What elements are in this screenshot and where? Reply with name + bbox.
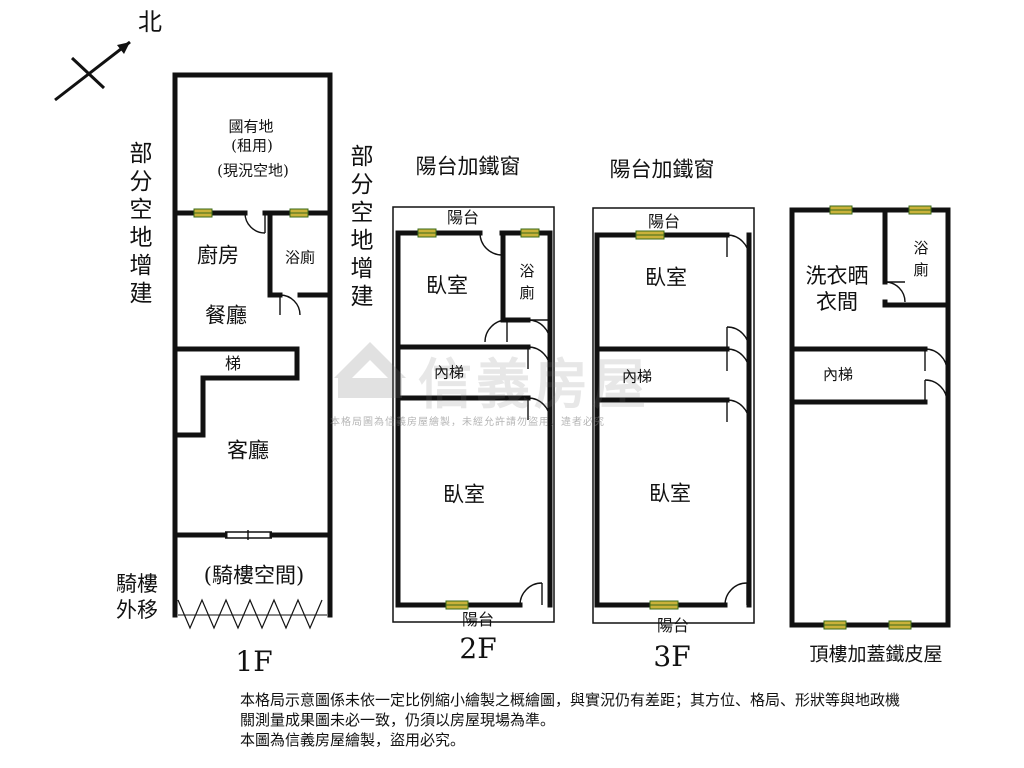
roof-floor-label: 頂樓加蓋鐵皮屋: [809, 643, 943, 666]
1f-vacant-label: (現況空地): [217, 161, 289, 180]
3f-inner-stairs-label: 內梯: [621, 367, 653, 386]
1f-rented-label: (租用): [231, 136, 273, 155]
3f-window-note: 陽台加鐵窗: [609, 157, 715, 182]
2f-window-note: 陽台加鐵窗: [415, 154, 521, 179]
3f-floor-label: 3F: [653, 640, 691, 673]
1f-stairs-label: 梯: [224, 354, 242, 373]
plan-roof-walls: [789, 207, 951, 628]
roof-bathroom-label: 浴廁: [913, 239, 929, 279]
2f-balcony-bottom-label: 陽台: [461, 610, 495, 629]
compass-arrow-icon: [54, 40, 131, 102]
plan-1f-doors: [225, 212, 301, 540]
1f-national-land-label: 國有地: [228, 117, 274, 136]
plan-1f-windows: [193, 208, 309, 218]
plan-3f-windows: [635, 230, 679, 610]
plan-1f-walls: [172, 72, 333, 618]
plan-roof-windows: [823, 205, 932, 630]
plan-1f-rolling-door: [177, 598, 327, 630]
plan-2f-doors: [479, 232, 551, 606]
1f-kitchen-label: 廚房: [197, 243, 239, 268]
2f-bedroom-back-label: 臥室: [443, 482, 485, 507]
1f-side-extension-left: 部分空地增建: [129, 141, 153, 307]
footer-disclaimer: 本格局示意圖係未依一定比例縮小繪製之概繪圖，與實況仍有差距；其方位、格局、形狀等…: [240, 690, 900, 750]
2f-bathroom-label: 浴廁: [519, 262, 535, 302]
1f-arcade-label: (騎樓空間): [203, 563, 305, 588]
2f-inner-stairs-label: 內梯: [433, 363, 465, 382]
1f-dining-label: 餐廳: [205, 303, 247, 328]
1f-bathroom-label: 浴廁: [284, 248, 316, 267]
1f-arcade-note: 騎樓外移: [116, 572, 158, 622]
2f-floor-label: 2F: [459, 632, 497, 665]
3f-bedroom-front-label: 臥室: [645, 265, 687, 290]
1f-side-extension-right: 部分空地增建: [350, 144, 374, 310]
3f-bedroom-back-label: 臥室: [649, 481, 691, 506]
footer-disclaimer-line1: 本格局示意圖係未依一定比例縮小繪製之概繪圖，與實況仍有差距；其方位、格局、形狀等…: [240, 691, 901, 729]
roof-laundry-label: 洗衣晒衣間: [805, 264, 869, 314]
1f-living-label: 客廳: [227, 438, 269, 463]
2f-bedroom-front-label: 臥室: [426, 273, 468, 298]
2f-balcony-top-label: 陽台: [446, 208, 480, 227]
footer-disclaimer-line2: 本圖為信義房屋繪製，盜用必究。: [240, 731, 466, 749]
1f-floor-label: 1F: [235, 645, 273, 678]
roof-inner-stairs-label: 內梯: [822, 365, 854, 384]
plan-2f-windows: [417, 228, 540, 610]
plan-roof-doors: [884, 281, 948, 403]
compass-north-label: 北: [138, 8, 162, 36]
plan-3f-doors: [724, 234, 750, 606]
3f-balcony-top-label: 陽台: [647, 212, 681, 231]
3f-balcony-bottom-label: 陽台: [656, 616, 690, 635]
